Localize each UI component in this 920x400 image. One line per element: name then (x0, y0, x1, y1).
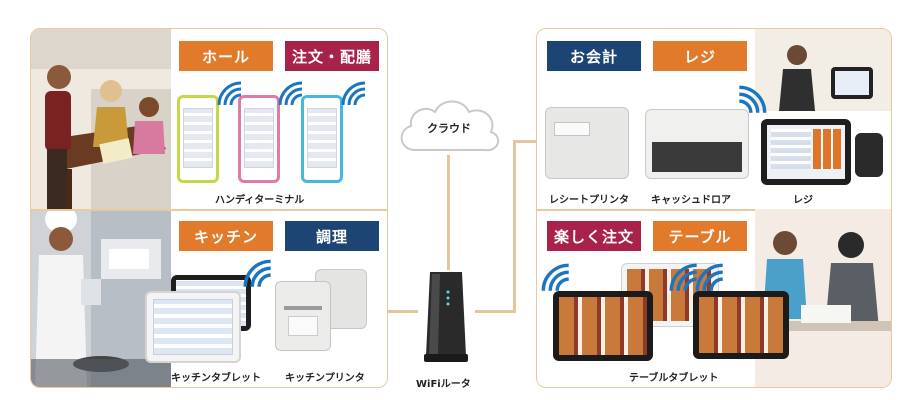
cable-cloud-router (447, 155, 450, 270)
cloud-label: クラウド (427, 122, 471, 135)
hall-scene (31, 29, 171, 209)
caption-register: レジ (793, 195, 813, 206)
kitchen-printer-front (275, 281, 331, 351)
cable-right-top (513, 140, 537, 143)
panel-hall-kitchen: ホール 注文・配膳 ハンディターミナル キッチン 調理 キッチンタブレ (30, 28, 388, 388)
tag-table: テーブル (653, 221, 747, 251)
wifi-icon (541, 263, 569, 291)
caption-receipt-printer: レシートプリンタ (549, 195, 629, 206)
caption-kitchen-printer: キッチンプリンタ (285, 373, 365, 384)
table-tablet-right (693, 291, 789, 359)
cash-drawer (645, 109, 749, 179)
wifi-router (418, 268, 474, 368)
receipt-printer (545, 107, 629, 179)
wifi-icon (278, 81, 303, 106)
router-label: WiFiルータ (416, 379, 471, 390)
register-scene (755, 29, 891, 111)
table-tablet-left (553, 291, 653, 361)
tag-order-serve: 注文・配膳 (285, 41, 379, 71)
handheld-terminal-2 (238, 95, 280, 183)
caption-handy-terminal: ハンディターミナル (215, 195, 305, 206)
wifi-icon (217, 81, 242, 106)
wifi-icon (243, 259, 271, 287)
tag-fun-order: 楽しく注文 (547, 221, 641, 251)
wifi-icon (739, 85, 767, 113)
wifi-icon (669, 263, 697, 291)
cable-router-right-v (513, 140, 516, 313)
caption-cash-drawer: キャッシュドロア (651, 195, 731, 206)
register-printer-small (855, 133, 883, 177)
tag-kitchen: キッチン (179, 221, 273, 251)
cable-router-left (388, 310, 418, 313)
tag-checkout: お会計 (547, 41, 641, 71)
panel-register-table: お会計 レジ レシートプリンタ キャッシュドロア レジ 楽しく注文 テーブ (536, 28, 892, 388)
register-tablet (761, 119, 851, 185)
wifi-icon (695, 263, 723, 291)
tag-hall: ホール (179, 41, 273, 71)
caption-kitchen-tablet: キッチンタブレット (171, 373, 261, 384)
caption-table-tablet: テーブルタブレット (629, 373, 719, 384)
divider (31, 209, 387, 211)
wifi-icon (341, 81, 366, 106)
cable-router-right-h (475, 310, 515, 313)
cloud: クラウド (393, 92, 505, 162)
tag-cooking: 調理 (285, 221, 379, 251)
kitchen-tablet-front (145, 291, 241, 363)
tag-register: レジ (653, 41, 747, 71)
cloud-icon (400, 100, 500, 152)
divider (537, 209, 891, 211)
table-scene (755, 209, 891, 387)
handheld-terminal-1 (177, 95, 219, 183)
handheld-terminal-3 (301, 95, 343, 183)
